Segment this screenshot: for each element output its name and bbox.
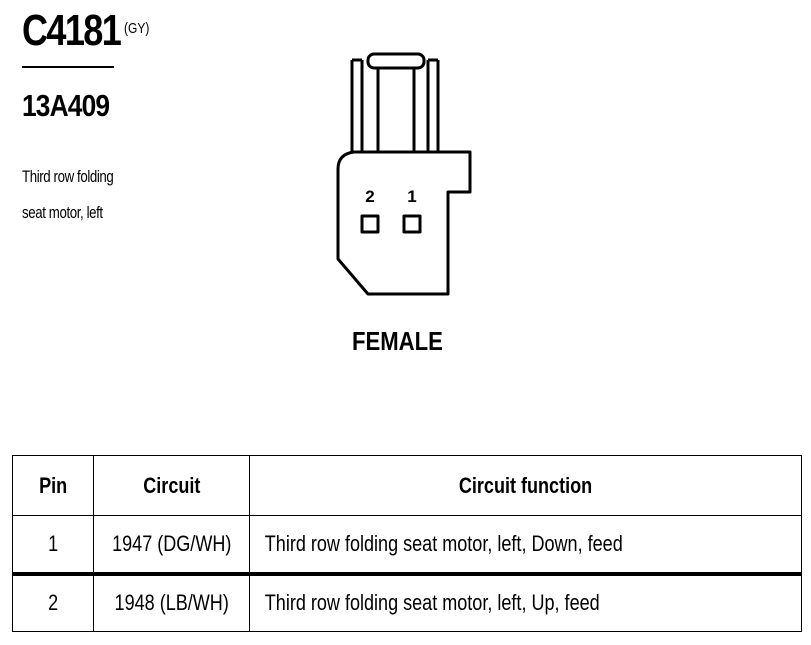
- pin-label-2: 2: [365, 187, 374, 206]
- part-number: 13A409: [22, 88, 110, 123]
- pin-cavity-2: [360, 214, 380, 234]
- title-divider: [22, 66, 114, 68]
- connector-color-code: (GY): [124, 20, 150, 37]
- table-row: 2 1948 (LB/WH) Third row folding seat mo…: [12, 571, 802, 632]
- header-pin: Pin: [12, 455, 94, 516]
- connector-id: C4181: [22, 6, 122, 55]
- cell-circuit-function: Third row folding seat motor, left, Down…: [249, 515, 802, 574]
- header-circuit-function: Circuit function: [249, 455, 802, 516]
- table-header-row: Pin Circuit Circuit function: [12, 455, 802, 516]
- pinout-table: Pin Circuit Circuit function 1 1947 (DG/…: [12, 455, 802, 632]
- latch-bridge: [366, 52, 426, 70]
- cell-circuit-function: Third row folding seat motor, left, Up, …: [249, 571, 802, 632]
- connector-description-line-2: seat motor, left: [22, 203, 103, 222]
- pin-label-1: 1: [407, 187, 416, 206]
- connector-face-diagram: 2 1: [336, 52, 472, 296]
- connector-housing-outline: [336, 150, 472, 296]
- connector-view-label: FEMALE: [352, 326, 443, 356]
- header-circuit: Circuit: [93, 455, 250, 516]
- cell-circuit: 1948 (LB/WH): [93, 571, 250, 632]
- cell-circuit: 1947 (DG/WH): [93, 515, 250, 574]
- table-row: 1 1947 (DG/WH) Third row folding seat mo…: [12, 515, 802, 574]
- cell-pin: 1: [12, 515, 94, 574]
- connector-description-line-1: Third row folding: [22, 167, 114, 186]
- cell-pin: 2: [12, 571, 94, 632]
- pin-cavity-1: [402, 214, 422, 234]
